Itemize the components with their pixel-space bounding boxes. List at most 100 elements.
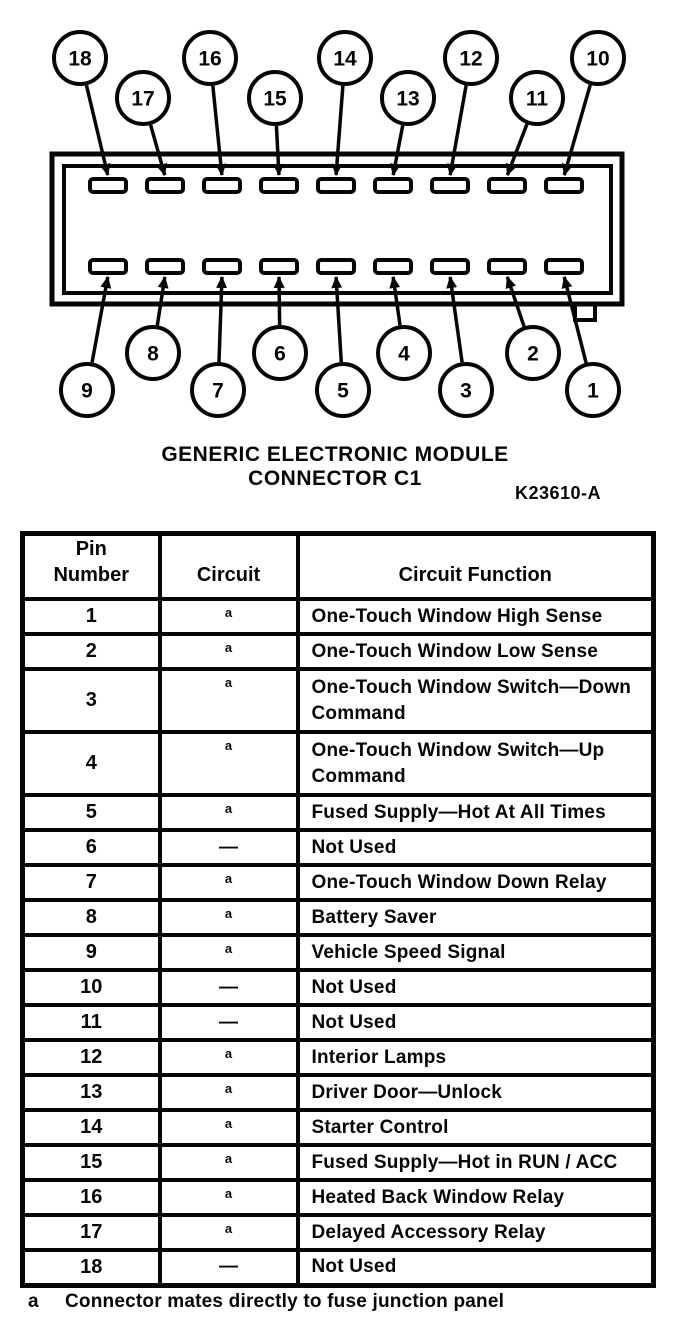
pin-callout-2: 2 [505, 325, 561, 381]
callout-number: 7 [212, 380, 224, 403]
leader-line [155, 275, 169, 326]
pin-callout-10: 10 [570, 30, 626, 86]
callout-number: 4 [398, 343, 410, 366]
cell-circuit-footnote-ref: a [157, 597, 300, 636]
pin-slot-11 [487, 177, 527, 194]
cell-circuit-function: One-Touch Window Switch—Down Command [295, 667, 656, 734]
leader-line [389, 276, 402, 326]
cell-pin-number: 4 [20, 730, 162, 797]
cell-circuit-function: Heated Back Window Relay [295, 1178, 656, 1217]
pin-slot-7 [202, 258, 242, 275]
callout-number: 16 [198, 48, 221, 71]
table-header-row: Pin Number Circuit Circuit Function [20, 531, 656, 601]
diagram-caption-line1: GENERIC ELECTRONIC MODULE [161, 443, 508, 466]
pin-callout-11: 11 [509, 70, 565, 126]
cell-circuit-function: One-Touch Window Switch—Up Command [295, 730, 656, 797]
cell-circuit-function: One-Touch Window High Sense [295, 597, 656, 636]
cell-circuit-footnote-ref: a [157, 1213, 300, 1252]
leader-line [216, 276, 228, 363]
footnote-text: Connector mates directly to fuse junctio… [65, 1291, 505, 1312]
leader-lines [84, 84, 592, 364]
cell-circuit-function: One-Touch Window Low Sense [295, 632, 656, 671]
callout-circle [115, 70, 171, 126]
pin-callout-14: 14 [317, 30, 373, 86]
leader-line [389, 125, 405, 176]
callout-circle [376, 325, 432, 381]
cell-pin-number: 7 [20, 863, 162, 902]
callout-circle [190, 362, 246, 418]
callout-circle [252, 325, 308, 381]
cell-pin-number: 5 [20, 793, 162, 832]
pin-slot-16 [202, 177, 242, 194]
cell-circuit-footnote-ref: a [157, 1038, 300, 1077]
callout-circle [509, 70, 565, 126]
cell-pin-number: 1 [20, 597, 162, 636]
pin-slot-3 [430, 258, 470, 275]
pin-slot-10 [544, 177, 584, 194]
cell-pin-number: 8 [20, 898, 162, 937]
pin-callout-13: 13 [380, 70, 436, 126]
table-row: 18—Not Used [20, 1248, 656, 1287]
pin-slot-12 [430, 177, 470, 194]
cell-circuit-dash: — [157, 1003, 300, 1042]
cell-circuit-function: Fused Supply—Hot in RUN / ACC [295, 1143, 656, 1182]
callout-number: 5 [337, 380, 349, 403]
cell-circuit-footnote-ref: a [157, 863, 300, 902]
cell-pin-number: 18 [20, 1248, 162, 1287]
callout-number: 1 [587, 380, 599, 403]
pin-callout-12: 12 [443, 30, 499, 86]
cell-circuit-function: Delayed Accessory Relay [295, 1213, 656, 1252]
leader-line [84, 84, 111, 177]
header-circuit-function: Circuit Function [295, 531, 656, 601]
callout-number: 15 [263, 88, 287, 111]
header-pin-number: Pin Number [20, 531, 162, 601]
callout-number: 9 [81, 380, 93, 403]
cell-pin-number: 15 [20, 1143, 162, 1182]
cell-circuit-function: Not Used [295, 828, 656, 867]
leader-line [446, 276, 464, 363]
callout-circle [505, 325, 561, 381]
table-row: 11—Not Used [20, 1003, 656, 1042]
pin-callout-5: 5 [315, 362, 371, 418]
leader-line [505, 123, 529, 176]
callout-circle [443, 30, 499, 86]
pin-slot-14 [316, 177, 356, 194]
leader-line [272, 125, 284, 176]
cell-pin-number: 3 [20, 667, 162, 734]
pin-callout-1: 1 [565, 362, 621, 418]
cell-circuit-footnote-ref: a [157, 667, 300, 734]
cell-circuit-function: Driver Door—Unlock [295, 1073, 656, 1112]
callout-number: 11 [526, 88, 549, 111]
cell-circuit-footnote-ref: a [157, 1178, 300, 1217]
callout-circle [52, 30, 108, 86]
cell-circuit-footnote-ref: a [157, 730, 300, 797]
pin-slot-4 [373, 258, 413, 275]
callout-circle [59, 362, 115, 418]
callout-number: 18 [68, 48, 92, 71]
cell-circuit-footnote-ref: a [157, 933, 300, 972]
cell-circuit-footnote-ref: a [157, 1108, 300, 1147]
pin-slot-2 [487, 258, 527, 275]
cell-pin-number: 9 [20, 933, 162, 972]
callout-number: 13 [396, 88, 419, 111]
leader-line [561, 276, 588, 364]
leader-line [148, 124, 168, 177]
diagram-caption-line2: CONNECTOR C1 [248, 467, 422, 490]
leader-line [331, 275, 344, 363]
leader-line [562, 84, 592, 176]
pin-callout-17: 17 [115, 70, 171, 126]
